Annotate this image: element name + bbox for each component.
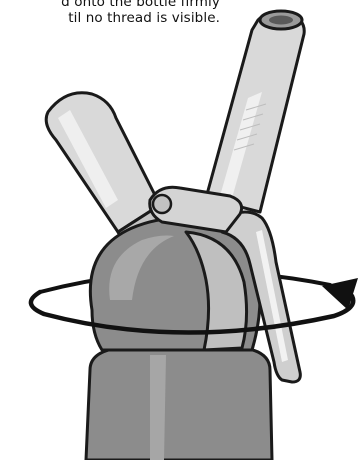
caption-line-1: d onto the bottle firmly [61,0,220,10]
hinge [148,185,244,234]
right-arm [204,9,306,214]
head-shading [109,235,174,300]
head-front-cap [184,230,249,352]
caption-line-2: til no thread is visible. [68,10,220,26]
arrowhead-icon [322,278,358,310]
rotate-arrow-icon [28,289,356,335]
bottle-highlight [150,355,166,460]
instruction-caption: d onto the bottle firmly til no thread i… [0,0,220,26]
bottle-body [84,346,274,460]
